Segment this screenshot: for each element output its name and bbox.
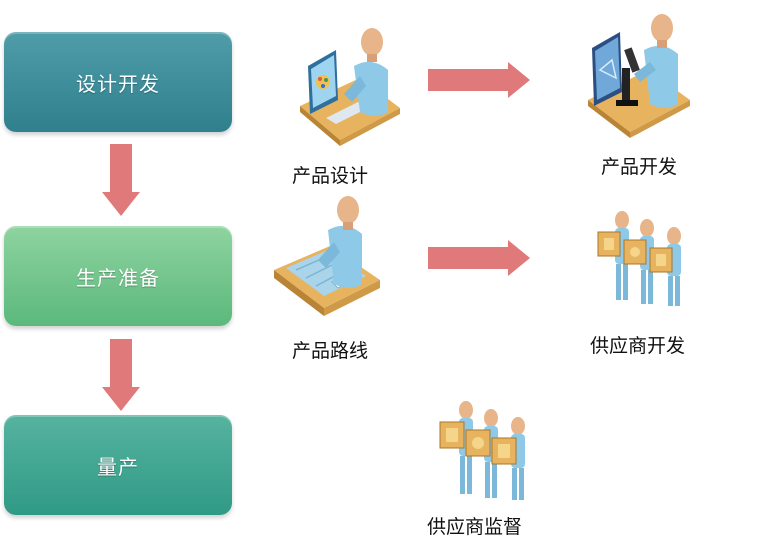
- supplier-monitoring-icon: [439, 401, 525, 500]
- caption-supplier-development: 供应商开发: [590, 335, 686, 357]
- down-arrow-1: [102, 144, 140, 216]
- phase-label: 量产: [97, 454, 139, 479]
- right-arrow-2: [428, 240, 530, 276]
- designer-at-computer-icon: [300, 28, 400, 146]
- down-arrow-2: [102, 339, 140, 411]
- phase-mass-production: 量产: [4, 415, 232, 515]
- right-arrow-1: [428, 62, 530, 98]
- phase-production-preparation: 生产准备: [4, 226, 232, 326]
- planner-at-drafting-table-icon: [274, 196, 380, 316]
- phase-label: 生产准备: [76, 265, 160, 290]
- scientist-with-microscope-icon: [588, 14, 690, 138]
- caption-product-route: 产品路线: [292, 340, 369, 362]
- phase-label: 设计开发: [76, 71, 160, 96]
- caption-product-design: 产品设计: [292, 165, 369, 187]
- caption-product-development: 产品开发: [601, 156, 678, 178]
- phase-design-development: 设计开发: [4, 32, 232, 132]
- suppliers-with-boxes-icon: [597, 211, 681, 306]
- caption-supplier-monitoring: 供应商监督: [427, 516, 523, 538]
